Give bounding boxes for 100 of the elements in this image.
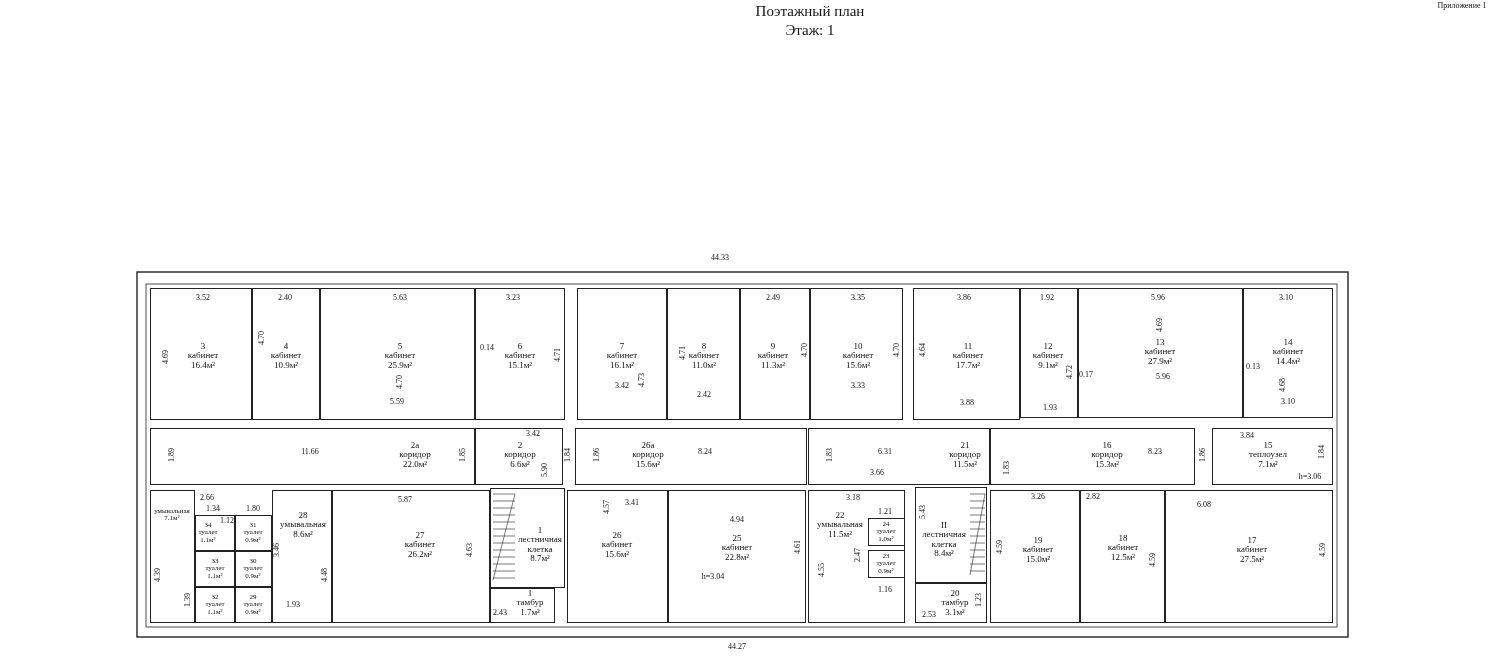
dimension-text: 1.23 — [975, 593, 983, 607]
dimension-text: 5.63 — [393, 294, 407, 302]
dimension-text: 44.27 — [728, 643, 746, 651]
dimension-text: 3.52 — [196, 294, 210, 302]
room-outline — [475, 428, 563, 485]
dimension-text: 4.59 — [996, 540, 1004, 554]
note-text: Приложение 1 — [1437, 2, 1487, 10]
dimension-text: 4.48 — [321, 568, 329, 582]
room-outline — [1165, 490, 1333, 623]
dimension-text: 1.86 — [1199, 448, 1207, 462]
dimension-text: 3.41 — [625, 499, 639, 507]
dimension-text: 5.87 — [398, 496, 412, 504]
room-outline — [475, 288, 565, 420]
note-text: 44.33 — [711, 254, 729, 262]
dimension-text: 5.59 — [390, 398, 404, 406]
room-label: 5 кабинет 25.9м² — [384, 341, 416, 371]
dimension-text: 3.86 — [957, 294, 971, 302]
dimension-text: 2.40 — [278, 294, 292, 302]
room-label: 18 кабинет 12.5м² — [1107, 533, 1139, 563]
dimension-text: 4.57 — [603, 500, 611, 514]
dimension-text: 3.18 — [846, 494, 860, 502]
room-outline — [235, 515, 272, 551]
dimension-text: 5.96 — [1151, 294, 1165, 302]
dimension-text: 1.92 — [1040, 294, 1054, 302]
dimension-text: 4.59 — [1319, 543, 1327, 557]
dimension-text: 3.35 — [851, 294, 865, 302]
room-outline — [577, 288, 667, 420]
room-outline — [868, 550, 905, 578]
dimension-text: 4.71 — [679, 346, 687, 360]
room-outline — [490, 588, 555, 623]
dimension-text: 1.84 — [564, 448, 572, 462]
dimension-text: 3.26 — [1031, 493, 1045, 501]
dimension-text: 5.96 — [1156, 373, 1170, 381]
room-label: 14 кабинет 14.4м² — [1272, 337, 1304, 367]
room-label: 3 кабинет 16.4м² — [187, 341, 219, 371]
room-label: 10 кабинет 15.6м² — [842, 341, 874, 371]
dimension-text: 2.53 — [922, 611, 936, 619]
room-outline — [235, 587, 272, 623]
dimension-text: 1.21 — [878, 508, 892, 516]
room-label: 27 кабинет 26.2м² — [404, 530, 436, 560]
room-outline — [913, 288, 1020, 420]
dimension-text: 0.14 — [480, 344, 494, 352]
dimension-text: 1.16 — [878, 586, 892, 594]
dimension-text: 3.84 — [1240, 432, 1254, 440]
dimension-text: 3.42 — [526, 430, 540, 438]
room-outline — [195, 551, 235, 587]
dimension-text: 4.59 — [1149, 553, 1157, 567]
dimension-text: 4.68 — [1279, 378, 1287, 392]
room-outline — [567, 490, 668, 623]
dimension-text: 1.93 — [286, 601, 300, 609]
floor-label: Этаж: 1 — [785, 22, 835, 38]
room-label: 1 тамбур 1.7м² — [516, 588, 544, 618]
room-label: 9 кабинет 11.3м² — [757, 341, 789, 371]
room-label: 19 кабинет 15.0м² — [1022, 535, 1054, 565]
dimension-text: 4.69 — [1156, 318, 1164, 332]
dimension-text: 1.89 — [168, 448, 176, 462]
dimension-text: 5.43 — [919, 505, 927, 519]
dimension-text: 3.88 — [960, 399, 974, 407]
room-label: 13 кабинет 27.9м² — [1144, 337, 1176, 367]
room-outline — [990, 490, 1080, 623]
dimension-text: h=3.06 — [1298, 473, 1322, 481]
room-label: 21 коридор 11.5м² — [949, 440, 981, 470]
room-label: 26а коридор 15.6м² — [632, 440, 664, 470]
dimension-text: 1.12 — [220, 517, 234, 525]
room-outline — [1212, 428, 1333, 485]
dimension-text: 2.47 — [854, 548, 862, 562]
plan-title: Поэтажный план — [755, 4, 865, 19]
dimension-text: 3.33 — [851, 382, 865, 390]
dimension-text: 4.70 — [258, 331, 266, 345]
dimension-text: 4.69 — [162, 350, 170, 364]
room-outline — [1078, 288, 1243, 418]
room-outline — [668, 490, 806, 623]
room-outline — [1243, 288, 1333, 418]
room-label: 26 кабинет 15.6м² — [601, 530, 633, 560]
dimension-text: 4.70 — [396, 375, 404, 389]
room-label: 11 кабинет 17.7м² — [952, 341, 984, 371]
room-label: 6 кабинет 15.1м² — [504, 341, 536, 371]
room-label: 16 коридор 15.3м² — [1091, 440, 1123, 470]
room-outline — [195, 515, 235, 551]
room-outline — [915, 487, 987, 583]
room-outline — [1020, 288, 1078, 418]
room-outline — [332, 490, 490, 623]
room-label: 20 тамбур 3.1м² — [941, 588, 969, 618]
dimension-text: 1.85 — [459, 448, 467, 462]
dimension-text: 4.55 — [818, 563, 826, 577]
dimension-text: 0.17 — [1079, 371, 1093, 379]
room-label: 7 кабинет 16.1м² — [606, 341, 638, 371]
dimension-text: 4.73 — [638, 373, 646, 387]
room-outline — [195, 587, 235, 623]
room-outline — [810, 288, 903, 420]
dimension-text: 1.80 — [246, 505, 260, 513]
dimension-text: 0.13 — [1246, 363, 1260, 371]
room-outline — [252, 288, 320, 420]
room-label: 2а коридор 22.0м² — [399, 440, 431, 470]
dimension-text: 3.42 — [615, 382, 629, 390]
room-label: 4 кабинет 10.9м² — [270, 341, 302, 371]
dimension-text: 1.83 — [1003, 461, 1011, 475]
dimension-text: 4.61 — [794, 540, 802, 554]
room-outline — [868, 518, 905, 546]
room-outline — [667, 288, 740, 420]
